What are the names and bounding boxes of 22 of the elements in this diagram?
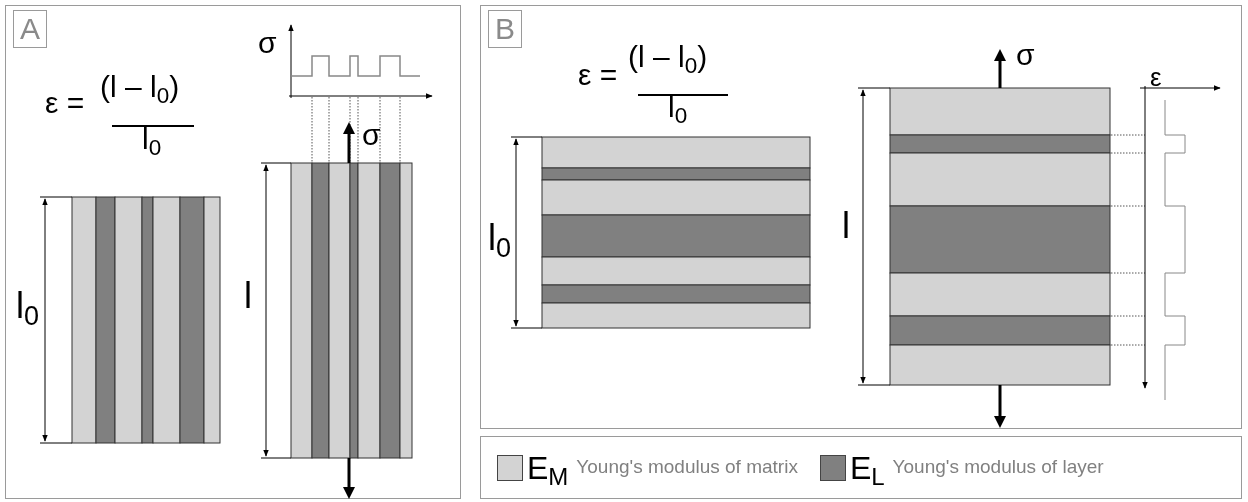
formula-text: l$_{0}$: [142, 124, 162, 154]
formula-text: l$_{0}$: [16, 288, 40, 324]
formula-text: l: [244, 278, 252, 314]
formula-text: ε: [1150, 64, 1162, 90]
legend-symbol: E$_{L}$: [849, 451, 885, 484]
formula-text: l: [842, 208, 850, 244]
panel-letter: B: [488, 10, 522, 48]
panel-letter: A: [13, 10, 47, 48]
legend-text: Young's modulus of matrix: [576, 455, 798, 480]
formula-text: l$_{0}$: [668, 92, 688, 122]
legend-text: Young's modulus of layer: [892, 455, 1104, 480]
legend-symbol: E$_{M}$: [527, 451, 569, 484]
panel-frame: [5, 5, 461, 499]
formula-text: (l – l$_{0}$): [100, 72, 180, 102]
formula-text: ε =: [45, 88, 85, 118]
formula-text: σ: [1016, 40, 1035, 70]
panel-frame: [480, 5, 1242, 429]
formula-text: σ: [362, 120, 381, 150]
formula-text: (l – l$_{0}$): [628, 42, 708, 72]
formula-text: l$_{0}$: [488, 220, 512, 256]
formula-text: ε =: [578, 60, 618, 90]
formula-text: σ: [258, 28, 277, 58]
